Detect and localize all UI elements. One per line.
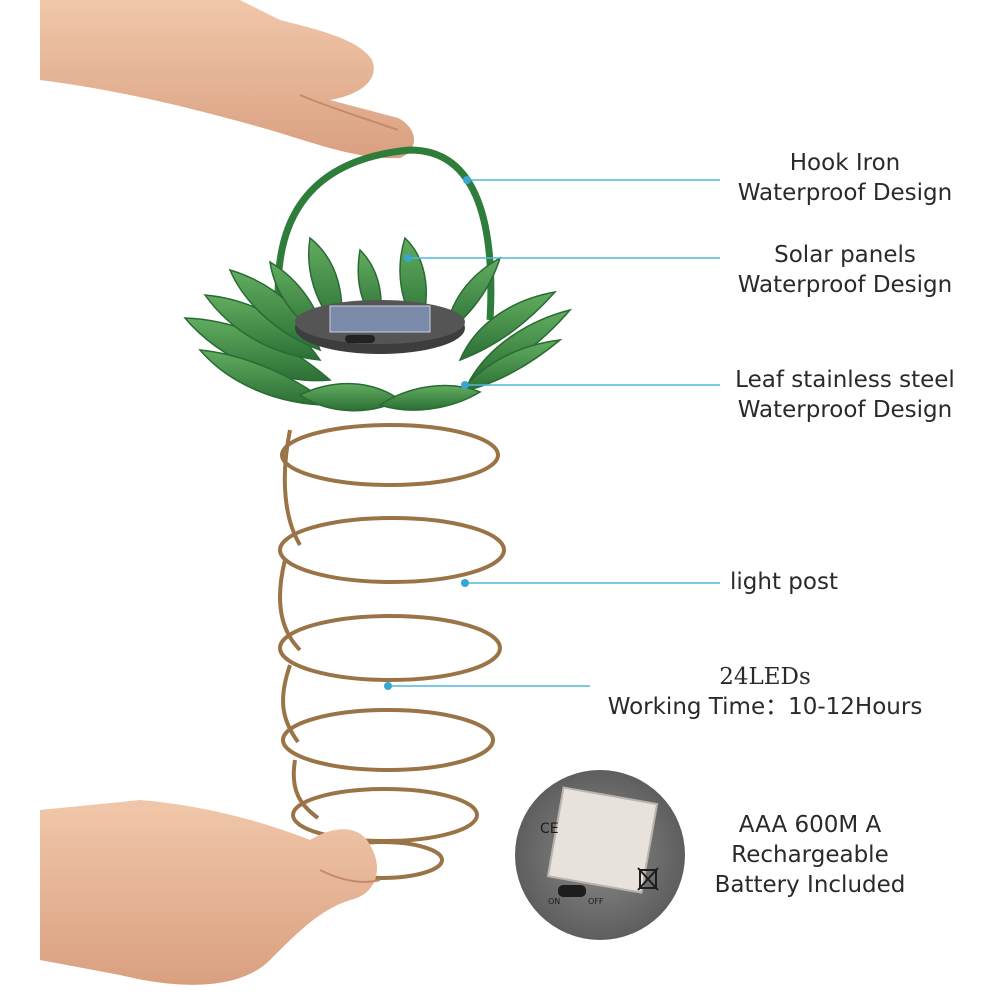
svg-text:CE: CE xyxy=(540,821,559,837)
callout-dots xyxy=(384,176,471,690)
callout-line: 24LEDs xyxy=(719,664,811,690)
callout-leds: 24LEDs Working Time：10-12Hours xyxy=(595,662,935,722)
bottom-hand xyxy=(40,800,381,985)
callout-lines xyxy=(388,179,720,687)
svg-text:ON: ON xyxy=(548,897,560,906)
on-off-switch-icon: ON OFF xyxy=(548,885,604,906)
callout-line: AAA 600M A xyxy=(738,812,882,838)
svg-text:OFF: OFF xyxy=(588,897,604,906)
top-hand xyxy=(40,0,415,159)
callout-line: Waterproof Design xyxy=(737,397,953,423)
battery-inset: CE ON OFF xyxy=(515,770,685,940)
callout-line: Battery Included xyxy=(714,872,906,898)
callout-line: Waterproof Design xyxy=(737,272,953,298)
callout-line: light post xyxy=(730,569,838,595)
callout-solar: Solar panels Waterproof Design xyxy=(730,240,960,300)
hook-handle xyxy=(274,146,495,321)
recycle-bin-icon xyxy=(637,867,659,891)
ce-mark-icon: CE xyxy=(540,821,559,837)
spiral-light-post xyxy=(278,423,506,880)
solar-cap xyxy=(295,300,465,354)
callout-line: Waterproof Design xyxy=(737,180,953,206)
callout-line: Leaf stainless steel xyxy=(735,367,955,393)
callout-line: Working Time：10-12Hours xyxy=(607,694,923,720)
callout-post: light post xyxy=(730,567,850,597)
callout-hook: Hook Iron Waterproof Design xyxy=(730,148,960,208)
callout-line: Hook Iron xyxy=(789,150,901,176)
callout-line: Rechargeable xyxy=(731,842,889,868)
callout-battery: AAA 600M A Rechargeable Battery Included xyxy=(705,810,915,900)
callout-leaf: Leaf stainless steel Waterproof Design xyxy=(725,365,965,425)
callout-line: Solar panels xyxy=(774,242,916,268)
